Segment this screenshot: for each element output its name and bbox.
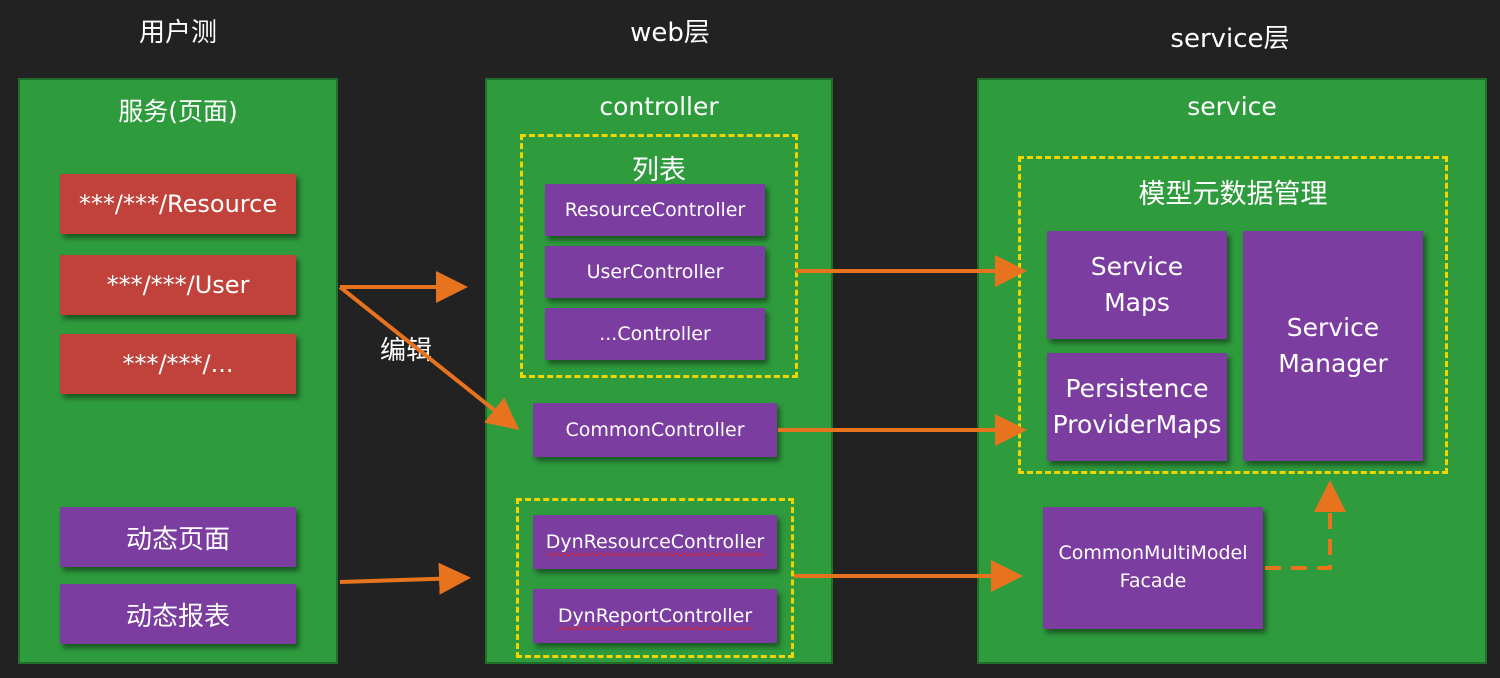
dyn-resource-controller-box[interactable]: DynResourceController (533, 515, 777, 569)
service-manager-box[interactable]: Service Manager (1243, 231, 1423, 461)
user-side-panel-title: 服务(页面) (118, 97, 238, 126)
page-item-more[interactable]: ***/***/... (60, 334, 296, 394)
service-maps-line-1: Service (1090, 251, 1184, 281)
arrow-facade-to-manager (1265, 480, 1346, 570)
facade-line-1: CommonMultiModel (1058, 542, 1248, 565)
dyn-group-dashed (516, 498, 794, 658)
dynamic-page-box[interactable]: 动态页面 (60, 507, 296, 567)
common-controller-box[interactable]: CommonController (533, 403, 777, 457)
common-multimodel-facade-box[interactable]: CommonMultiModel Facade (1043, 507, 1263, 629)
dynamic-report-box[interactable]: 动态报表 (60, 584, 296, 644)
heading-service-layer: service层 (1170, 24, 1290, 54)
persistence-provider-maps-box[interactable]: Persistence ProviderMaps (1047, 353, 1227, 461)
service-maps-box[interactable]: Service Maps (1047, 231, 1227, 339)
metadata-group-dashed (1018, 156, 1448, 474)
other-controller-box[interactable]: ...Controller (545, 308, 765, 360)
heading-user-side: 用户测 (138, 18, 217, 48)
arrow-edit-to-common (338, 285, 520, 430)
dyn-report-controller-box[interactable]: DynReportController (533, 589, 777, 643)
service-panel-title: service (1187, 92, 1277, 121)
service-manager-line-1: Service (1286, 312, 1380, 342)
facade-line-2: Facade (1119, 570, 1187, 592)
page-item-user[interactable]: ***/***/User (60, 255, 296, 315)
service-maps-line-2: Maps (1104, 288, 1170, 317)
list-group-dashed (520, 134, 798, 378)
resource-controller-box[interactable]: ResourceController (545, 184, 765, 236)
controller-panel-title: controller (599, 92, 719, 121)
persistence-maps-line-1: Persistence (1065, 373, 1209, 403)
page-item-resource[interactable]: ***/***/Resource (60, 174, 296, 234)
persistence-maps-line-2: ProviderMaps (1052, 410, 1222, 439)
list-group-title: 列表 (632, 155, 686, 186)
service-manager-line-2: Manager (1278, 349, 1388, 378)
metadata-group-title: 模型元数据管理 (1138, 179, 1328, 210)
dyn-resource-controller-label: DynResourceController (545, 531, 765, 553)
dyn-report-controller-label: DynReportController (557, 605, 753, 627)
user-controller-box[interactable]: UserController (545, 246, 765, 298)
arrow-dynamic-to-dyn (339, 562, 471, 595)
heading-web-layer: web层 (630, 18, 710, 48)
